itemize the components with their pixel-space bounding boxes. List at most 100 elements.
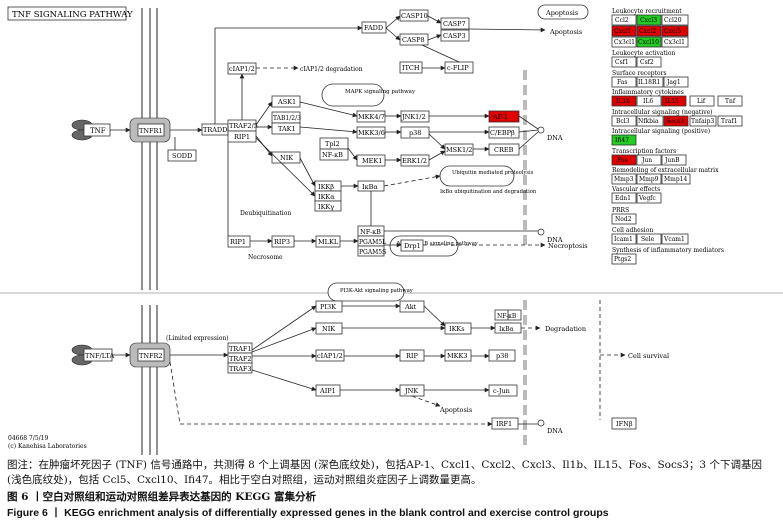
gene-cxcl5[interactable] xyxy=(661,25,689,37)
gene-il1b[interactable] xyxy=(611,95,637,107)
gene-ccl20[interactable] xyxy=(661,14,689,26)
node-casp10[interactable] xyxy=(399,9,429,22)
label-apoptosis: Apoptosis xyxy=(549,28,582,36)
gene-cx3cl1a[interactable] xyxy=(611,36,637,48)
gene-jag1[interactable] xyxy=(663,76,689,88)
gene-fas[interactable] xyxy=(611,76,637,88)
node-irf1-label: IRF1 xyxy=(496,420,512,428)
oval-mapk[interactable] xyxy=(321,83,385,107)
node-nfkb-tpl[interactable] xyxy=(319,148,349,161)
gene-cxcl1-label: Cxcl1 xyxy=(614,28,631,35)
gene-socs3[interactable] xyxy=(663,115,689,127)
gene-ccl2[interactable] xyxy=(611,14,637,26)
gene-vegfc[interactable] xyxy=(636,192,662,204)
label-limited-expression: (Limited expression) xyxy=(166,335,229,342)
gene-csf2[interactable] xyxy=(636,56,662,68)
node-ikba2-label: IκBα xyxy=(499,326,514,333)
node-ask1[interactable] xyxy=(271,95,301,108)
node-ifnb[interactable] xyxy=(611,417,637,430)
gene-mmp3[interactable] xyxy=(611,173,637,185)
node-ikkb-label: IKKβ xyxy=(318,183,334,191)
gene-mmp9-label: Mmp9 xyxy=(639,176,659,183)
gene-il18r1-label: IL18R1 xyxy=(638,79,660,86)
oval-pi3k-akt[interactable] xyxy=(327,282,405,302)
gene-junb[interactable] xyxy=(661,154,687,166)
node-msk12[interactable] xyxy=(444,143,474,156)
gene-tnfaip3[interactable] xyxy=(689,115,717,127)
gene-nfkbia[interactable] xyxy=(636,115,664,127)
node-tpl2-label: Tpl2 xyxy=(325,140,340,148)
node-rip3-label: RIP3 xyxy=(274,238,290,246)
node-ikkg[interactable] xyxy=(314,200,342,212)
gene-cxcl2[interactable] xyxy=(636,25,662,37)
gene-fos[interactable] xyxy=(611,154,637,166)
gene-traf1[interactable] xyxy=(717,115,743,127)
label-dna1: DNA xyxy=(547,134,563,142)
gene-il18r1[interactable] xyxy=(636,76,664,88)
node-mek1[interactable] xyxy=(356,154,386,167)
label-necrosome: Necrosome xyxy=(248,254,283,261)
node-ap1-label: AP-1 xyxy=(492,113,508,121)
node-ask1-label: ASK1 xyxy=(277,98,296,106)
node-tnfr2[interactable] xyxy=(137,348,165,362)
node-casp8-label: CASP8 xyxy=(402,36,425,44)
node-rip1-b[interactable] xyxy=(227,235,251,248)
label-dna2: DNA xyxy=(547,236,563,244)
node-fadd-label: FADD xyxy=(364,24,383,32)
gene-sele[interactable] xyxy=(636,233,662,245)
gene-jun[interactable] xyxy=(636,154,662,166)
node-msk12-label: MSK1/2 xyxy=(446,146,472,154)
node-traf3[interactable] xyxy=(227,362,253,374)
dna-node-1 xyxy=(537,126,545,134)
gene-lif[interactable] xyxy=(689,95,715,107)
panel-inflammatory-cytokines: Inflammatory cytokines xyxy=(612,89,684,96)
node-ikk2-label: IKKs xyxy=(449,325,465,333)
gene-lif-label: Lif xyxy=(697,98,706,105)
gene-il15[interactable] xyxy=(661,95,687,107)
gene-panel: Leukocyte recruitment Ccl2 Cxcl3 Ccl20 C… xyxy=(611,8,743,265)
caption-figure-en: Figure 6 丨 KEGG enrichment analysis of d… xyxy=(7,507,609,519)
gene-mmp14[interactable] xyxy=(661,173,691,185)
gene-csf1[interactable] xyxy=(611,56,637,68)
gene-cx3cl1b[interactable] xyxy=(661,36,689,48)
gene-vcam1[interactable] xyxy=(661,233,689,245)
node-ikkg-label: IKKγ xyxy=(318,203,334,211)
gene-icam1[interactable] xyxy=(611,233,637,245)
oval-ubiquitin[interactable] xyxy=(439,165,515,187)
panel-leukocyte-recruitment: Leukocyte recruitment xyxy=(612,8,682,15)
gene-il6[interactable] xyxy=(636,95,662,107)
oval-apoptosis[interactable] xyxy=(537,4,589,20)
node-itch[interactable] xyxy=(399,61,423,74)
gene-tnf[interactable] xyxy=(717,95,743,107)
gene-cxcl10[interactable] xyxy=(636,36,662,48)
gene-mmp9[interactable] xyxy=(636,173,662,185)
label-degradation: Degradation xyxy=(545,325,586,333)
gene-cxcl3[interactable] xyxy=(636,14,662,26)
node-traf3-label: TRAF3 xyxy=(229,365,252,373)
gene-edn1[interactable] xyxy=(611,192,637,204)
node-sodd[interactable] xyxy=(167,149,197,162)
node-pgam5s[interactable] xyxy=(357,245,385,257)
gene-ptgs2[interactable] xyxy=(611,253,637,265)
dna-node-3 xyxy=(537,419,545,427)
gene-nod2[interactable] xyxy=(611,213,637,225)
label-cell-survival: Cell survival xyxy=(628,352,669,360)
gene-ccl20-label: Ccl20 xyxy=(664,17,682,24)
gene-ifi47[interactable] xyxy=(611,134,637,146)
gene-cxcl1[interactable] xyxy=(611,25,637,37)
node-nik[interactable] xyxy=(271,151,301,164)
node-casp7[interactable] xyxy=(440,17,470,30)
node-ikba-label: IκBα xyxy=(362,183,378,191)
cell-membrane xyxy=(0,8,783,455)
node-cjun-label: c-Jun xyxy=(493,387,510,395)
panel-leukocyte-activation: Leukocyte activation xyxy=(612,50,675,57)
gene-icam1-label: Icam1 xyxy=(614,236,633,243)
node-ciap12-label: cIAP1/2 xyxy=(229,65,255,73)
gene-bcl3[interactable] xyxy=(611,115,637,127)
node-ciap12-b-label: cIAP1/2 xyxy=(317,352,343,360)
node-jnk2-label: JNK xyxy=(404,387,418,395)
gene-cxcl2-label: Cxcl2 xyxy=(639,28,656,35)
node-mkk3-label: MKK3 xyxy=(447,352,468,360)
node-tnfr1[interactable] xyxy=(137,123,165,137)
label-necroptosis: Necroptosis xyxy=(548,242,588,250)
